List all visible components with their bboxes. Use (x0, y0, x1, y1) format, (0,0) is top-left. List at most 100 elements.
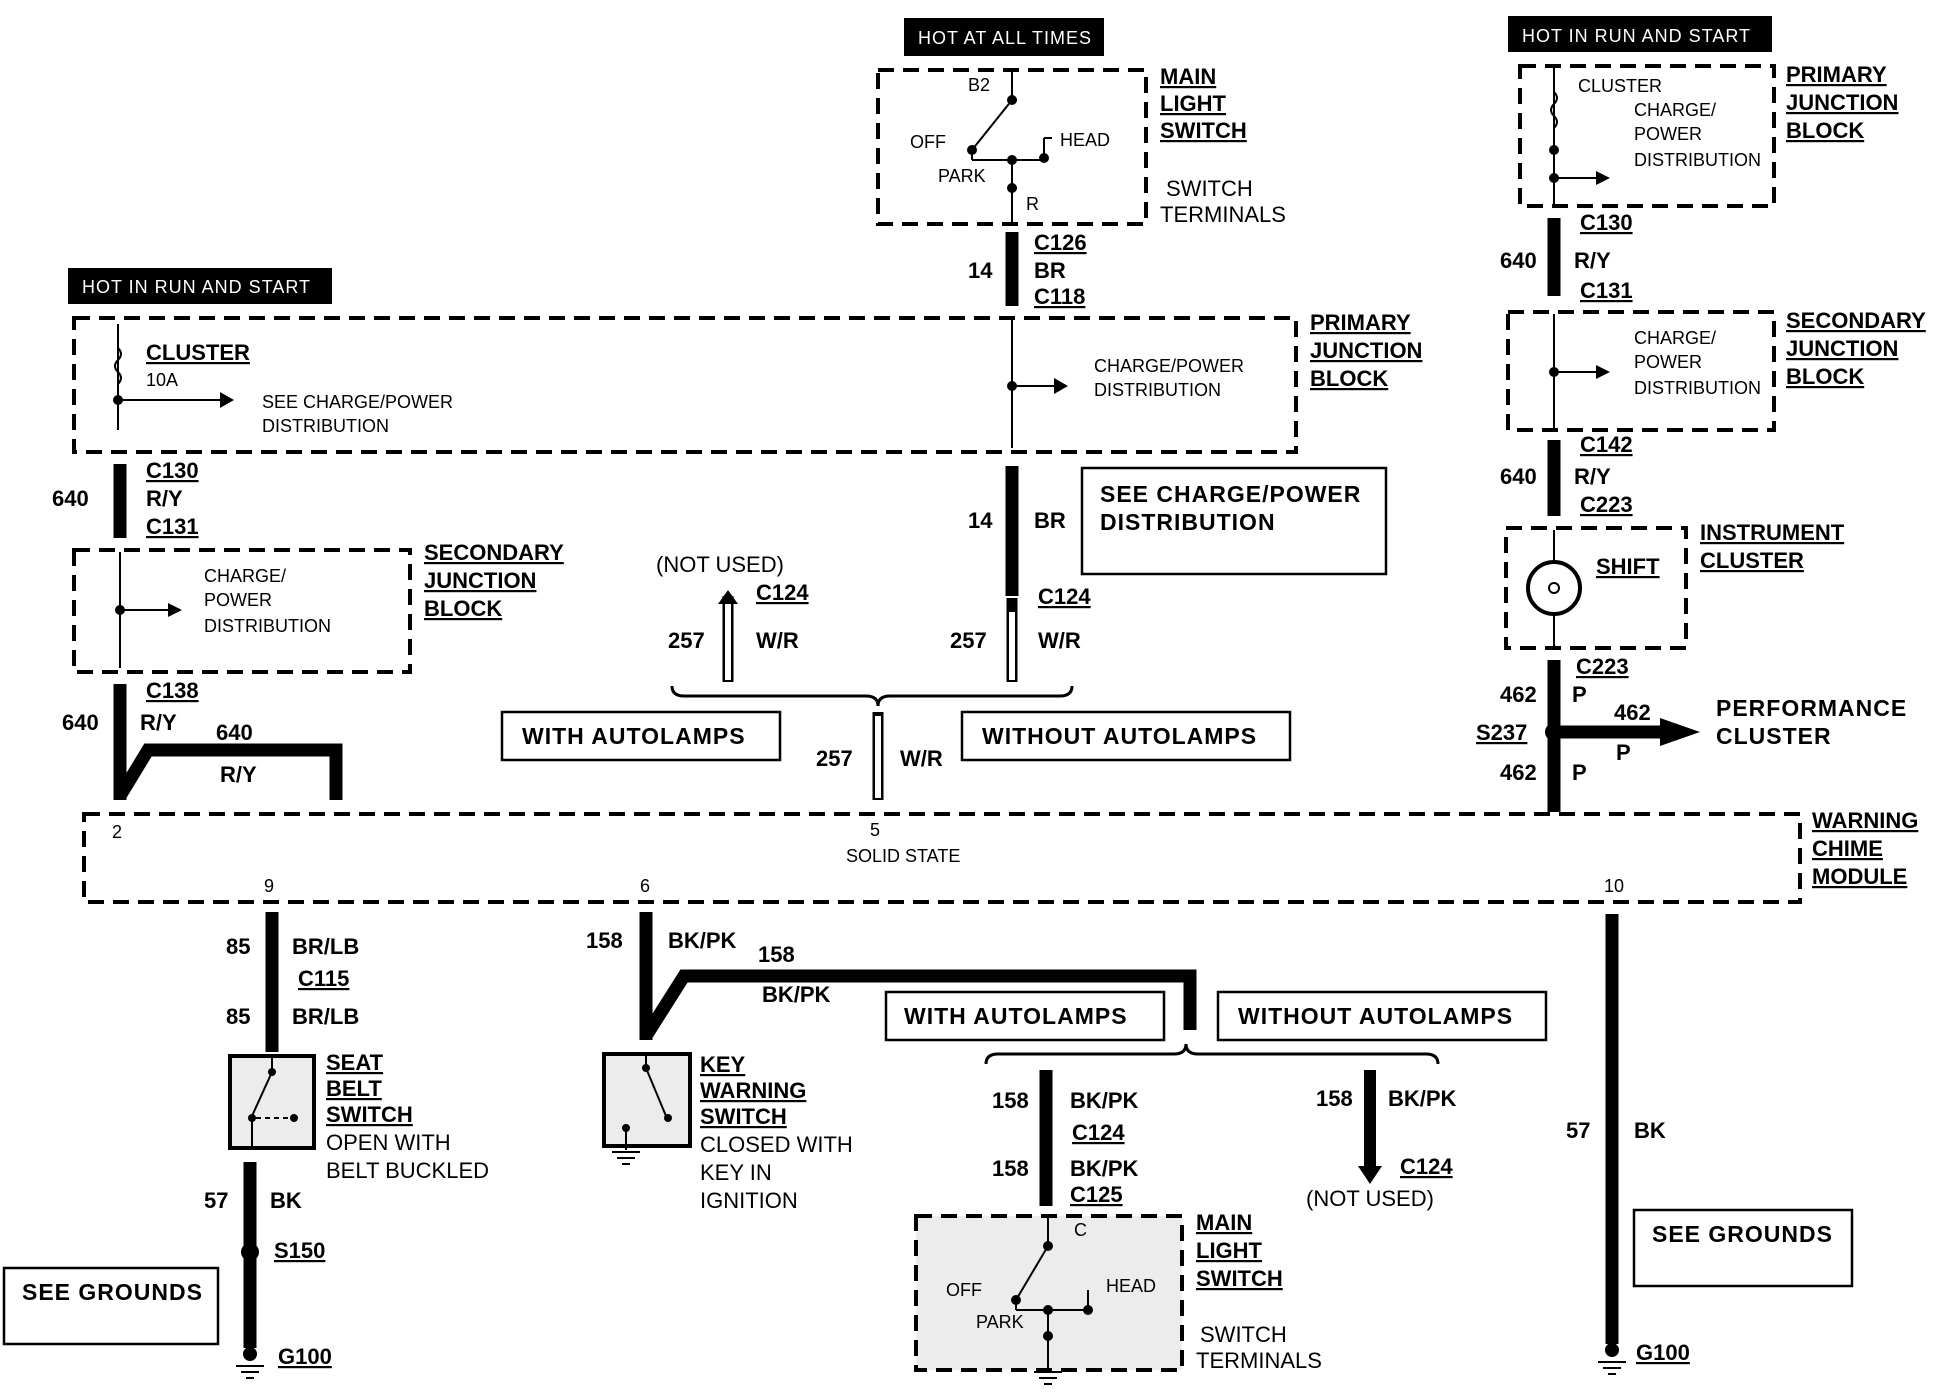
secondary-junction-block-right: CHARGE/ POWER DISTRIBUTION SECONDARY JUN… (1506, 308, 1926, 432)
diagram-label: HOT IN RUN AND START (1522, 26, 1751, 46)
diagram-label: 257 (950, 628, 987, 653)
diagram-label: W/R (1038, 628, 1081, 653)
diagram-label: TERMINALS (1196, 1348, 1322, 1373)
diagram-label: JUNCTION (1786, 336, 1898, 361)
diagram-label: SWITCH (1166, 176, 1253, 201)
diagram-label: OFF (910, 132, 946, 152)
diagram-label: 85 (226, 1004, 250, 1029)
see-grounds-right-box: SEE GROUNDS (1632, 1208, 1854, 1288)
diagram-label: HEAD (1060, 130, 1110, 150)
diagram-label: 158 (992, 1088, 1029, 1113)
diagram-label: 85 (226, 934, 250, 959)
diagram-label: 640 (62, 710, 99, 735)
diagram-label: 158 (758, 942, 795, 967)
diagram-label: R/Y (146, 486, 183, 511)
main-light-switch-bottom: C OFF HEAD PARK MAIN LIGHT SWITCH SWITCH… (914, 1210, 1322, 1385)
diagram-label: DISTRIBUTION (204, 616, 331, 636)
diagram-label: C124 (1072, 1120, 1125, 1145)
diagram-label: G100 (1636, 1340, 1690, 1365)
diagram-label: WARNING (1812, 808, 1918, 833)
diagram-label: SWITCH (700, 1104, 787, 1129)
diagram-label: C223 (1580, 492, 1633, 517)
diagram-label: (NOT USED) (1306, 1186, 1434, 1211)
diagram-label: MAIN (1160, 64, 1216, 89)
diagram-label: 2 (112, 822, 122, 842)
diagram-label: 57 (1566, 1118, 1590, 1143)
diagram-label: TERMINALS (1160, 202, 1286, 227)
diagram-label: SEE CHARGE/POWER (262, 392, 453, 412)
diagram-label: 14 (968, 258, 993, 283)
diagram-label: OPEN WITH (326, 1130, 451, 1155)
diagram-label: DISTRIBUTION (1100, 509, 1276, 535)
diagram-label: SWITCH (1200, 1322, 1287, 1347)
diagram-label: SHIFT (1596, 554, 1660, 579)
diagram-label: MAIN (1196, 1210, 1252, 1235)
diagram-label: BK/PK (668, 928, 737, 953)
diagram-label: DISTRIBUTION (1094, 380, 1221, 400)
diagram-label: R (1026, 194, 1039, 214)
diagram-label: WITHOUT AUTOLAMPS (1238, 1003, 1513, 1029)
diagram-label: 640 (52, 486, 89, 511)
diagram-label: CLUSTER (1716, 723, 1832, 749)
wire-14-br-mid: 14 BR (968, 466, 1066, 596)
wire-640-ry-right-a: C130 640 R/Y C131 (1500, 210, 1633, 303)
diagram-label: 57 (204, 1188, 228, 1213)
diagram-label: C124 (1038, 584, 1091, 609)
diagram-label: BK/PK (1070, 1088, 1139, 1113)
diagram-label: JUNCTION (424, 568, 536, 593)
diagram-label: SEAT (326, 1050, 384, 1075)
diagram-label: W/R (756, 628, 799, 653)
diagram-label: POWER (1634, 124, 1702, 144)
diagram-label: WARNING (700, 1078, 806, 1103)
diagram-label: CHARGE/ (204, 566, 286, 586)
diagram-label: BR (1034, 508, 1066, 533)
diagram-label: 6 (640, 876, 650, 896)
diagram-label: C130 (1580, 210, 1633, 235)
seat-belt-switch: SEAT BELT SWITCH OPEN WITH BELT BUCKLED (228, 1050, 489, 1183)
secondary-junction-block-left: CHARGE/ POWER DISTRIBUTION SECONDARY JUN… (72, 540, 564, 674)
header-hot-run-start-left: HOT IN RUN AND START (68, 268, 332, 304)
diagram-label: 158 (586, 928, 623, 953)
diagram-label: 640 (216, 720, 253, 745)
diagram-label: CHARGE/ (1634, 100, 1716, 120)
diagram-label: BELT (326, 1076, 382, 1101)
diagram-label: C126 (1034, 230, 1087, 255)
seat-belt-branch: 85 BR/LB C115 85 BR/LB (226, 912, 359, 1052)
diagram-label: 462 (1500, 682, 1537, 707)
seat-belt-ground-wire: 57 BK S150 G100 (204, 1162, 332, 1379)
diagram-label: C115 (298, 966, 349, 991)
diagram-label: R/Y (1574, 248, 1611, 273)
diagram-label: 257 (668, 628, 705, 653)
diagram-label: PRIMARY (1786, 62, 1887, 87)
diagram-label: 10 (1604, 876, 1624, 896)
diagram-label: C124 (756, 580, 809, 605)
diagram-label: BLOCK (1786, 364, 1864, 389)
diagram-label: JUNCTION (1310, 338, 1422, 363)
diagram-label: OFF (946, 1280, 982, 1300)
diagram-label: 10A (146, 370, 178, 390)
main-light-switch-top: B2 OFF HEAD PARK R MAIN LIGHT SWITCH SWI… (876, 64, 1286, 227)
diagram-label: BELT BUCKLED (326, 1158, 489, 1183)
diagram-label: 257 (816, 746, 853, 771)
diagram-label: B2 (968, 75, 990, 95)
diagram-label: C131 (146, 514, 199, 539)
diagram-label: C138 (146, 678, 199, 703)
diagram-label: SEE GROUNDS (22, 1279, 203, 1305)
diagram-label: 462 (1614, 700, 1651, 725)
diagram-label: KEY IN (700, 1160, 772, 1185)
see-charge-power-box: SEE CHARGE/POWER DISTRIBUTION (1080, 466, 1388, 576)
diagram-label: C (1074, 1220, 1087, 1240)
diagram-label: C142 (1580, 432, 1633, 457)
diagram-label: DISTRIBUTION (1634, 150, 1761, 170)
diagram-label: BR/LB (292, 1004, 359, 1029)
diagram-label: BLOCK (424, 596, 502, 621)
diagram-label: W/R (900, 746, 943, 771)
diagram-label: HEAD (1106, 1276, 1156, 1296)
diagram-label: S150 (274, 1238, 325, 1263)
diagram-label: WITH AUTOLAMPS (522, 723, 746, 749)
diagram-label: CHIME (1812, 836, 1883, 861)
diagram-label: BR (1034, 258, 1066, 283)
diagram-label: BK/PK (762, 982, 831, 1007)
diagram-label: 5 (870, 820, 880, 840)
wire-640-ry-c138: C138 640 R/Y 640 R/Y (62, 678, 343, 800)
